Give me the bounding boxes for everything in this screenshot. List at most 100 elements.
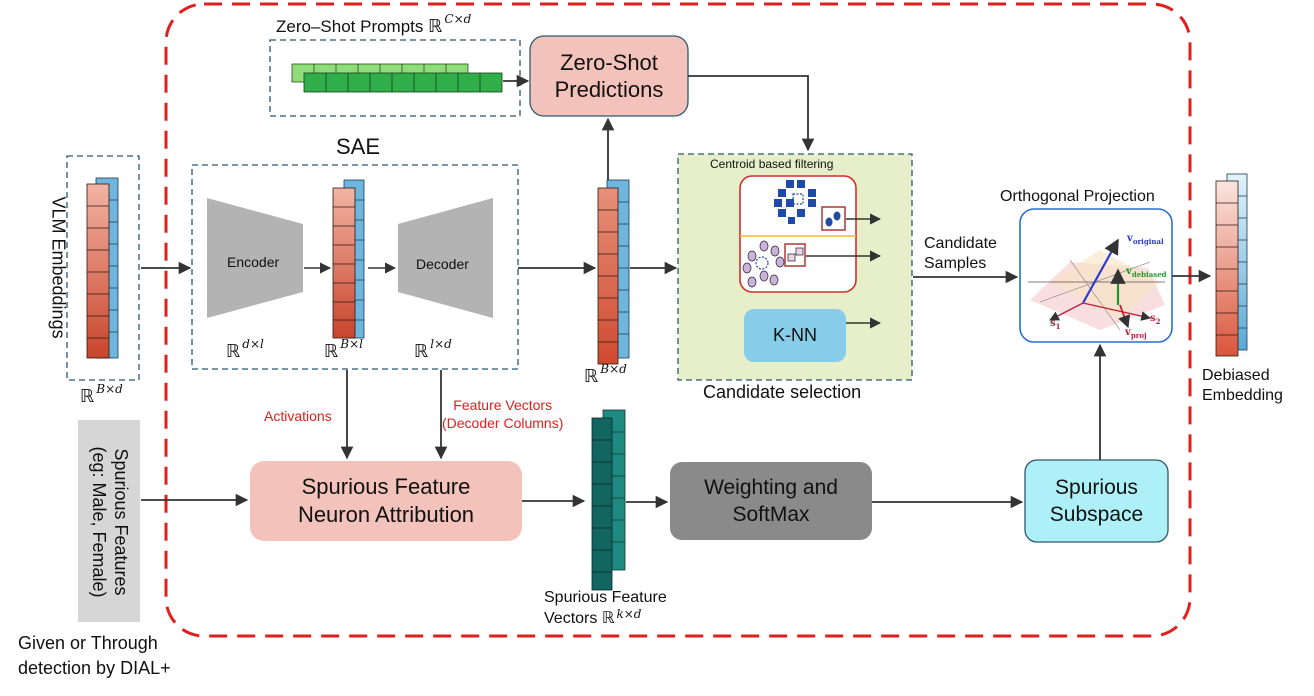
circle-centroid-marker bbox=[755, 256, 769, 270]
weighting-softmax-box bbox=[670, 462, 872, 540]
s1-axis bbox=[1049, 302, 1084, 321]
latent-dim: B×l bbox=[340, 337, 363, 351]
spurious-subspace-box bbox=[1024, 459, 1169, 543]
encoder-dim: d×l bbox=[242, 337, 264, 351]
encoder-dim-set: ℝ bbox=[226, 341, 241, 362]
s1-sub: 1 bbox=[1055, 322, 1061, 331]
neuron-attribution-line2: Neuron Attribution bbox=[297, 502, 475, 527]
s2-label: s2 bbox=[1150, 313, 1161, 326]
cluster-squares bbox=[774, 180, 816, 224]
vlm-embedding-vector bbox=[86, 177, 119, 359]
selected-sample-2a bbox=[787, 253, 796, 262]
vlm-embeddings-label: VLM Embeddings bbox=[48, 196, 69, 339]
selected-sample-1a bbox=[825, 217, 833, 227]
reconstructed-dim-set: ℝ bbox=[584, 366, 599, 387]
latent-vector bbox=[332, 179, 365, 339]
weighting-softmax-line2: SoftMax bbox=[732, 503, 810, 526]
decoder-dim: l×d bbox=[430, 337, 452, 351]
s2-axis bbox=[1082, 302, 1151, 321]
spurious-feature-vectors-set: ℝ bbox=[601, 608, 615, 627]
debiased-embedding-line1: Debiased bbox=[1202, 367, 1270, 384]
candidate-samples-line1: Candidate bbox=[924, 235, 997, 252]
zero-shot-predictions-text: Zero-Shot Predictions bbox=[530, 36, 688, 116]
sae-title: SAE bbox=[336, 134, 381, 159]
centroid-filter-label: Centroid based filtering bbox=[710, 157, 834, 171]
feature-vectors-line1: Feature Vectors bbox=[453, 397, 553, 413]
neuron-attribution-text: Spurious Feature Neuron Attribution bbox=[250, 461, 522, 541]
selected-sample-1b bbox=[833, 211, 841, 221]
centroid-filter-panel bbox=[739, 175, 857, 293]
debiased-embedding-line2: Embedding bbox=[1202, 387, 1283, 404]
cluster-centroid-marker bbox=[792, 193, 804, 205]
spurious-feature-vectors-dim: k×d bbox=[616, 607, 642, 621]
candidate-samples-line2: Samples bbox=[924, 255, 987, 272]
v-proj-symbol: v bbox=[1125, 327, 1131, 338]
neuron-attribution-box bbox=[250, 461, 522, 541]
v-original-symbol: v bbox=[1127, 233, 1133, 244]
prompt-stack-front bbox=[303, 72, 503, 93]
candidate-selection-title: Candidate selection bbox=[703, 382, 862, 402]
weighting-softmax-text: Weighting and SoftMax bbox=[670, 462, 872, 540]
s2-symbol: s bbox=[1150, 313, 1156, 324]
decoder-dim-set: ℝ bbox=[414, 341, 429, 362]
vlm-dim-set: ℝ bbox=[80, 386, 95, 407]
v-original-label: voriginal bbox=[1127, 233, 1164, 246]
zero-shot-predictions-line2: Predictions bbox=[554, 77, 664, 102]
cluster-circles bbox=[742, 240, 785, 288]
latent-dim-set: ℝ bbox=[324, 341, 339, 362]
zero-shot-predictions-line1: Zero-Shot bbox=[560, 50, 658, 75]
v-proj-label: vproj bbox=[1125, 327, 1147, 340]
candidate-samples-label: Candidate Samples bbox=[924, 234, 997, 274]
spurious-subspace-line2: Subspace bbox=[1049, 503, 1144, 526]
feature-vectors-label: Feature Vectors (Decoder Columns) bbox=[442, 396, 563, 432]
encoder-shape bbox=[207, 198, 303, 318]
vlm-dim: B×d bbox=[96, 382, 123, 396]
zero-shot-prompts-box bbox=[269, 39, 521, 117]
decoder-shape bbox=[398, 198, 493, 318]
v-proj-sub: proj bbox=[1130, 331, 1147, 340]
spurious-features-line1: Spurious Features bbox=[111, 448, 131, 596]
selected-sample-box-1 bbox=[821, 206, 846, 231]
given-through-label: Given or Through detection by DIAL+ bbox=[18, 631, 171, 681]
given-through-line1: Given or Through bbox=[18, 633, 158, 653]
feature-vectors-line2: (Decoder Columns) bbox=[442, 415, 564, 431]
v-proj-vector bbox=[1118, 304, 1131, 329]
spurious-features-line2: (eg: Male, Female) bbox=[89, 446, 109, 598]
given-through-line2: detection by DIAL+ bbox=[18, 658, 171, 678]
activations-label: Activations bbox=[264, 408, 332, 424]
spurious-features-label: Spurious Features (eg: Male, Female) bbox=[88, 422, 132, 622]
selected-sample-box-2 bbox=[784, 243, 806, 267]
encoder-label: Encoder bbox=[227, 254, 280, 270]
selected-sample-2b bbox=[795, 247, 804, 256]
spurious-subspace-text: Spurious Subspace bbox=[1025, 460, 1168, 542]
neuron-attribution-line1: Spurious Feature bbox=[301, 474, 471, 499]
reconstructed-vector bbox=[597, 179, 630, 365]
v-debiased-sub: debiased bbox=[1131, 270, 1167, 279]
v-debiased-symbol: v bbox=[1126, 266, 1132, 277]
knn-label: K-NN bbox=[773, 325, 817, 345]
zero-shot-prompts-dim: C×d bbox=[444, 12, 472, 26]
debiased-embedding-label: Debiased Embedding bbox=[1202, 366, 1283, 406]
vlm-embeddings-box bbox=[66, 155, 140, 381]
spurious-feature-vectors-line2: Vectors bbox=[544, 610, 598, 627]
decoder-label: Decoder bbox=[416, 256, 469, 272]
zero-shot-prompts-text: Zero–Shot Prompts bbox=[276, 17, 424, 36]
knn-box bbox=[744, 309, 846, 362]
v-original-vector bbox=[1082, 238, 1119, 304]
orthogonal-projection-title: Orthogonal Projection bbox=[1000, 188, 1155, 205]
spurious-feature-vectors-stack bbox=[591, 409, 626, 591]
debiased-embedding-vector bbox=[1215, 173, 1248, 357]
reconstructed-dim: B×d bbox=[600, 362, 627, 376]
v-debiased-label: vdebiased bbox=[1126, 266, 1167, 279]
zero-shot-prompts-set: ℝ bbox=[428, 16, 443, 37]
arrow-predictions-to-candidates bbox=[688, 75, 815, 152]
sae-box bbox=[191, 164, 519, 370]
